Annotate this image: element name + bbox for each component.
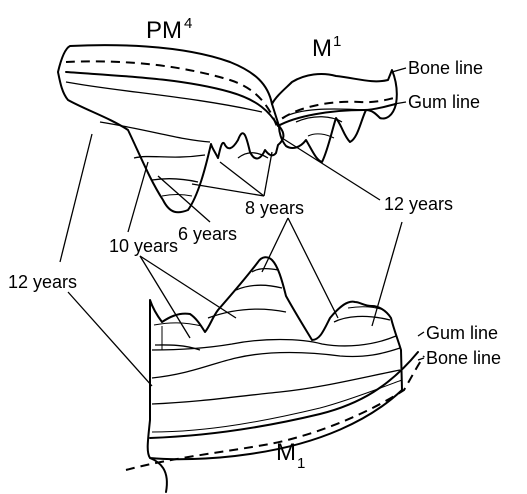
pm4-band-4 — [152, 179, 198, 182]
pm4-band-2 — [100, 122, 210, 142]
leader-12y-right-a — [282, 138, 380, 200]
age-12-years-right-label: 12 years — [384, 194, 453, 214]
lower-gum-line — [150, 352, 418, 438]
leader-10y-a — [128, 162, 148, 232]
m1-lower-label-sub: 1 — [297, 455, 305, 472]
leader-6y — [158, 176, 210, 222]
upper-teeth — [58, 45, 397, 212]
leader-12y-right-b — [372, 222, 402, 326]
m1-lower-label-base: M — [276, 439, 296, 466]
lower-m1-cusp-1b — [154, 323, 202, 326]
pm4-band-1 — [66, 82, 262, 112]
leader-12y-left-a — [60, 134, 92, 262]
m1-upper-label-sup: 1 — [333, 33, 341, 50]
age-10-years-label: 10 years — [109, 236, 178, 256]
age-12-years-left-label: 12 years — [8, 272, 77, 292]
age-8-years-label: 8 years — [245, 198, 304, 218]
bone-line-bottom-label: Bone line — [426, 348, 501, 368]
gum-line-top-label: Gum line — [408, 92, 480, 112]
leader-bone-line-top — [392, 68, 406, 72]
lower-m1-band-lower — [152, 348, 400, 378]
lower-m1-band-top-center — [252, 269, 278, 272]
lower-m1-band-center — [208, 309, 286, 318]
pm4-label-sup: 4 — [184, 15, 192, 32]
lower-m1-band-right — [334, 316, 390, 322]
leader-12y-left-b — [68, 292, 152, 386]
leader-lines — [60, 68, 424, 386]
m1-upper-label-base: M — [312, 35, 332, 62]
pm4-band-5 — [162, 195, 192, 197]
leader-8y-lower-b — [288, 218, 338, 318]
lower-m1-band-mid — [152, 336, 396, 350]
leader-8y-b — [220, 162, 264, 196]
pm4-band-3 — [134, 155, 205, 158]
leader-gum-line-bottom — [418, 332, 424, 336]
leader-8y-c — [264, 152, 272, 196]
lower-bone-line — [126, 356, 424, 470]
bone-line-top-label: Bone line — [408, 58, 483, 78]
pm4-label-base: PM — [146, 17, 182, 44]
leader-8y-a — [192, 184, 264, 196]
m1-upper-tooth-outline — [272, 70, 397, 162]
lower-m1-tooth — [148, 257, 402, 459]
lower-m1-band-top-center-2 — [236, 285, 282, 290]
leader-10y-b — [140, 256, 190, 338]
lower-m1-tooth-outline — [148, 257, 402, 459]
gum-line-bottom-label: Gum line — [426, 323, 498, 343]
leader-bone-line-bottom — [418, 358, 424, 360]
m1-upper-label: M1 — [312, 33, 341, 62]
age-6-years-label: 6 years — [178, 224, 237, 244]
